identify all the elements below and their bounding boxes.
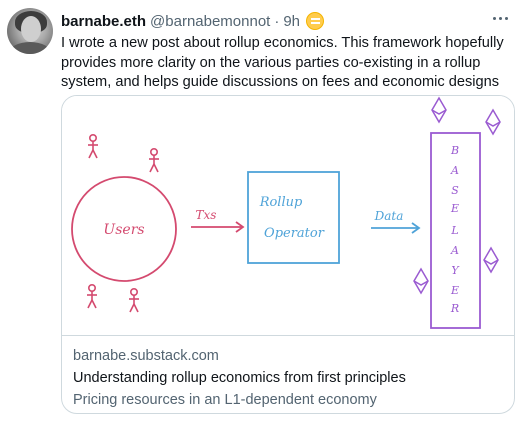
data-arrow-icon bbox=[371, 222, 421, 234]
base-layer-letter: B bbox=[450, 144, 459, 157]
ethereum-icon bbox=[431, 96, 447, 124]
users-circle bbox=[71, 176, 177, 282]
base-layer-letter: Y bbox=[451, 264, 460, 277]
base-layer-letter: E bbox=[450, 284, 459, 297]
base-layer-box bbox=[430, 132, 481, 329]
ethereum-icon bbox=[485, 108, 501, 136]
base-layer-letter: S bbox=[451, 184, 459, 197]
ethereum-icon bbox=[483, 246, 499, 274]
separator-dot: · bbox=[274, 12, 280, 30]
user-figure-icon bbox=[149, 147, 159, 173]
txs-arrow-icon bbox=[191, 221, 245, 233]
note-emoji-icon bbox=[306, 12, 325, 30]
data-label: Data bbox=[374, 209, 404, 223]
author-name[interactable]: barnabe.eth bbox=[61, 12, 147, 30]
avatar-shoulders bbox=[9, 42, 51, 54]
base-layer-letter: L bbox=[450, 224, 458, 237]
card-meta: barnabe.substack.com Understanding rollu… bbox=[73, 346, 503, 410]
tweet-header: barnabe.eth @barnabemonnot · 9h bbox=[61, 11, 325, 31]
tweet-text: I wrote a new post about rollup economic… bbox=[61, 35, 504, 90]
avatar-face bbox=[21, 16, 41, 42]
card-domain: barnabe.substack.com bbox=[73, 348, 219, 364]
txs-label: Txs bbox=[196, 208, 217, 222]
base-layer-letter: A bbox=[450, 244, 459, 257]
card-description: Pricing resources in an L1-dependent eco… bbox=[73, 392, 377, 408]
ethereum-icon bbox=[413, 267, 429, 295]
operator-label-line1: Rollup bbox=[259, 195, 303, 210]
users-label: Users bbox=[103, 222, 144, 238]
more-options-icon[interactable] bbox=[488, 10, 512, 26]
operator-label-line2: Operator bbox=[264, 226, 325, 241]
user-figure-icon bbox=[129, 288, 139, 313]
author-avatar[interactable] bbox=[7, 8, 53, 54]
base-layer-letter: E bbox=[450, 202, 459, 215]
author-handle[interactable]: @barnabemonnot bbox=[150, 12, 271, 30]
base-layer-letter: A bbox=[450, 164, 459, 177]
user-figure-icon bbox=[88, 133, 98, 159]
card-title: Understanding rollup economics from firs… bbox=[73, 370, 406, 386]
tweet-timestamp[interactable]: 9h bbox=[283, 12, 301, 30]
base-layer-letter: R bbox=[450, 302, 459, 315]
user-figure-icon bbox=[87, 284, 97, 309]
operator-box bbox=[247, 171, 340, 264]
